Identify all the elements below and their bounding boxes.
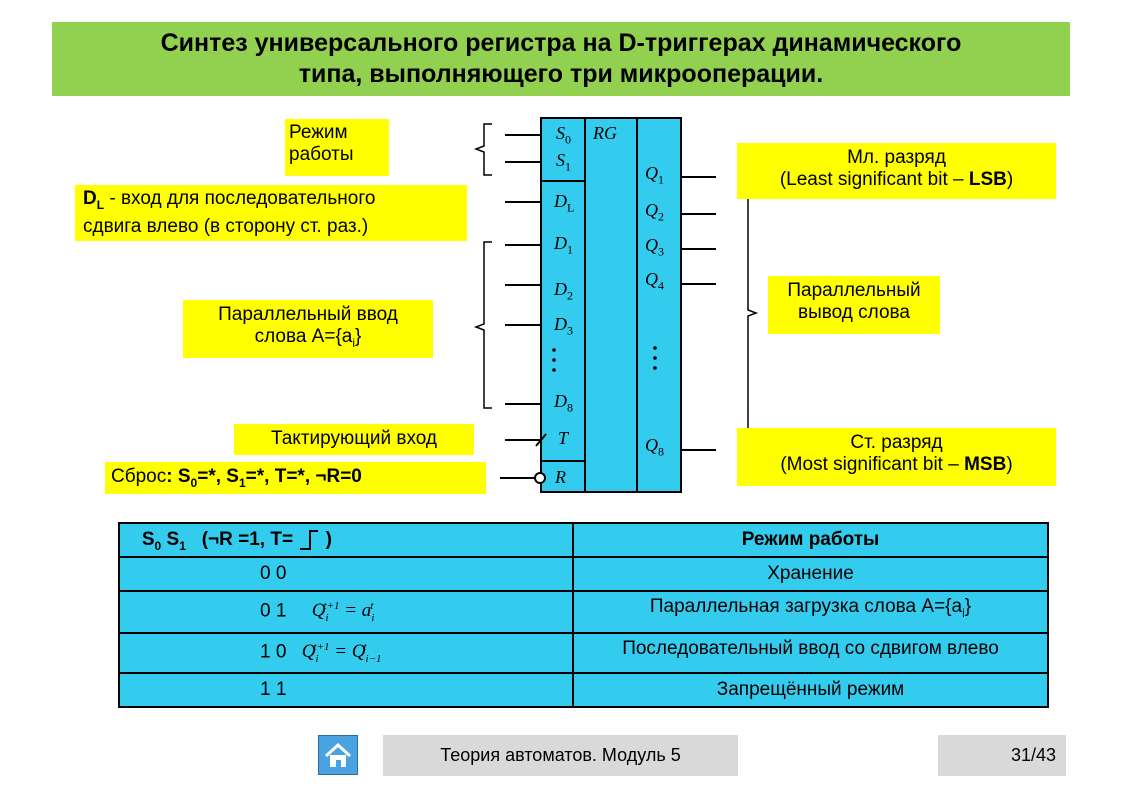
table-row: 0 1 Qit+1 = ait Параллельная загрузка сл… — [118, 590, 1049, 634]
reset-inversion-circle — [534, 472, 546, 484]
formula-shift-left: Qit+1 = Qi−1t — [301, 640, 382, 666]
output-q2-label: Q2 — [645, 200, 664, 224]
input-d3-label: D3 — [554, 314, 573, 338]
input-lines — [500, 134, 547, 479]
header-mode-cell: Режим работы — [572, 522, 1049, 558]
table-row: 0 0 Хранение — [118, 556, 1049, 592]
register-output-column — [636, 117, 682, 493]
dl-input-label: DL - вход для последовательного сдвига в… — [75, 185, 467, 241]
parallel-output-label: Параллельный вывод слова — [768, 276, 940, 334]
input-s1-label: S1 — [556, 150, 571, 174]
brace-parallel-output — [740, 174, 759, 451]
table-row: 1 1 Запрещённый режим — [118, 672, 1049, 708]
row-code-cell: 1 1 — [118, 672, 574, 708]
clock-input-label: Тактирующий вход — [234, 424, 474, 455]
input-d8-label: D8 — [554, 391, 573, 415]
brace-parallel-input — [473, 241, 492, 409]
row-mode-cell: Последовательный ввод со сдвигом влево — [572, 632, 1049, 674]
output-q8-label: Q8 — [645, 435, 664, 459]
row-code-cell: 1 0 Qit+1 = Qi−1t — [118, 632, 574, 674]
register-body — [584, 117, 638, 493]
page-number: 31/43 — [938, 735, 1066, 776]
output-lines — [681, 176, 716, 451]
mode-table: S0 S1 (¬R =1, T= ) Режим работы 0 0 Хран… — [118, 522, 1049, 708]
input-s0-label: S0 — [556, 123, 571, 147]
table-row: 1 0 Qit+1 = Qi−1t Последовательный ввод … — [118, 632, 1049, 674]
msb-label: Ст. разряд (Most significant bit – MSB) — [737, 428, 1056, 486]
lsb-label: Мл. разряд (Least significant bit – LSB) — [737, 143, 1056, 199]
input-dl-label: DL — [554, 191, 575, 215]
row-mode-cell: Хранение — [572, 556, 1049, 592]
table-header-row: S0 S1 (¬R =1, T= ) Режим работы — [118, 522, 1049, 558]
home-icon — [324, 742, 352, 767]
output-q1-label: Q1 — [645, 163, 664, 187]
title-line-2: типа, выполняющего три микрооперации. — [298, 60, 824, 88]
input-t-label: T — [558, 428, 569, 448]
brace-mode — [473, 123, 492, 176]
row-mode-cell: Параллельная загрузка слова A={ai} — [572, 590, 1049, 634]
title-line-1: Синтез универсального регистра на D-триг… — [160, 29, 962, 57]
input-ellipsis — [552, 348, 556, 372]
row-code-cell: 0 1 Qit+1 = ait — [118, 590, 574, 634]
output-q4-label: Q4 — [645, 269, 664, 293]
mode-label: Режим работы — [285, 119, 389, 176]
home-button[interactable] — [318, 735, 358, 775]
output-ellipsis — [653, 346, 657, 370]
rising-edge-icon — [300, 529, 319, 550]
parallel-input-label: Параллельный ввод слова A={ai} — [183, 300, 433, 358]
register-name-label: RG — [593, 123, 617, 143]
input-d1-label: D1 — [554, 233, 573, 257]
footer-title: Теория автоматов. Модуль 5 — [383, 735, 738, 776]
output-q3-label: Q3 — [645, 235, 664, 259]
header-code-cell: S0 S1 (¬R =1, T= ) — [118, 522, 574, 558]
formula-parallel-load: Qit+1 = ait — [311, 599, 375, 625]
slide-title: Синтез универсального регистра на D-триг… — [52, 22, 1070, 96]
input-r-label: R — [555, 467, 566, 487]
row-code-cell: 0 0 — [118, 556, 574, 592]
reset-label: Сброс: S0=*, S1=*, T=*, ¬R=0 — [105, 462, 486, 494]
row-mode-cell: Запрещённый режим — [572, 672, 1049, 708]
input-d2-label: D2 — [554, 279, 573, 303]
